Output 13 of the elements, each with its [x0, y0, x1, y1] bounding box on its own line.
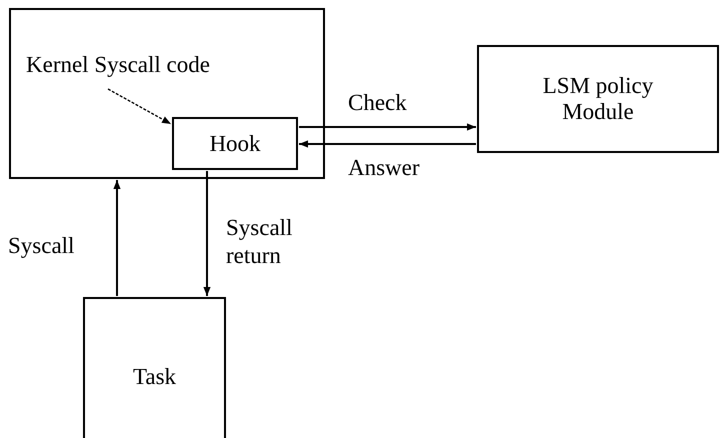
arrow	[299, 123, 476, 131]
arrow	[203, 171, 211, 296]
leader-line	[108, 88, 172, 125]
kernel-box	[9, 8, 325, 179]
arrow	[113, 180, 121, 296]
arrow	[299, 140, 476, 148]
process-box	[477, 45, 719, 153]
node-text: Kernel Syscall code	[26, 52, 210, 77]
node-text: LSM policy Module	[542, 73, 654, 125]
node-text: Hook	[209, 130, 261, 156]
process-box	[172, 117, 298, 170]
node-text: Task	[132, 364, 176, 390]
process-box	[83, 297, 226, 438]
